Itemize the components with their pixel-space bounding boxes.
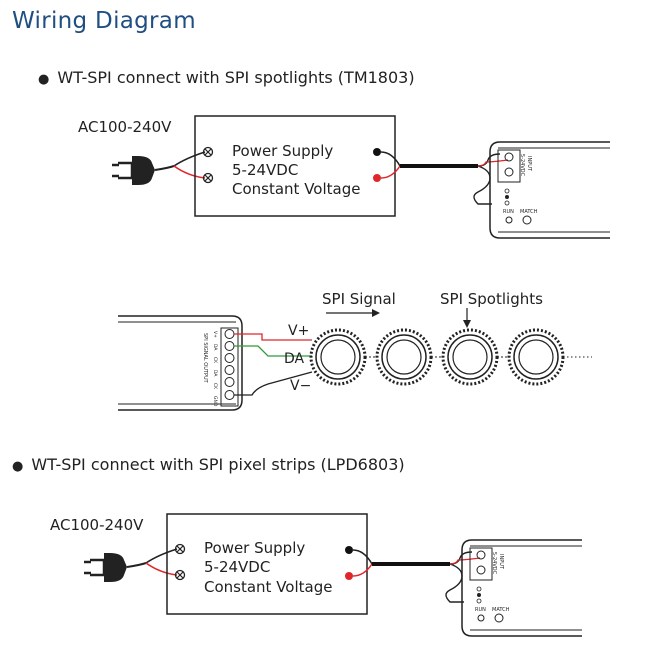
input-terminal-block	[497, 149, 521, 183]
run-led-icon	[477, 614, 485, 622]
bullet-icon: ●	[38, 72, 50, 87]
section1-heading: ● WT-SPI connect with SPI spotlights (TM1…	[38, 68, 415, 87]
match-button[interactable]	[494, 613, 504, 623]
psu-output-positive	[345, 572, 353, 580]
wire-vminus	[234, 371, 313, 396]
run-led-icon	[505, 216, 513, 224]
controller-input-label: INPUT	[498, 554, 504, 570]
output-terminal-block	[220, 327, 239, 407]
svg-text:CK: CK	[212, 357, 218, 364]
bullet-icon: ●	[12, 459, 24, 474]
psu-output-negative	[345, 546, 353, 554]
controller-voltage-label: 5-24VDC	[519, 154, 525, 177]
psu-label-line3: Constant Voltage	[232, 180, 360, 198]
run-label: RUN	[503, 209, 514, 215]
controller-input-label: INPUT	[526, 156, 532, 172]
svg-text:V+: V+	[212, 331, 218, 338]
wire-vplus-label: V+	[288, 323, 309, 339]
psu-output-negative	[373, 148, 381, 156]
ac-input-label-2: AC100-240V	[50, 516, 144, 534]
psu-output-positive	[373, 174, 381, 182]
svg-text:CK: CK	[212, 383, 218, 390]
output-terminal-labels: V+ DA CK DA CK GND	[212, 331, 218, 407]
page-title: Wiring Diagram	[12, 8, 196, 34]
psu-label-line1: Power Supply	[204, 539, 305, 557]
section1-heading-text: WT-SPI connect with SPI spotlights (TM18…	[57, 68, 415, 87]
wire-da	[234, 345, 312, 357]
plug-icon	[84, 553, 147, 582]
section1-power-diagram: AC100-240V Power Supply 5-24VDC Constant…	[78, 115, 610, 239]
ac-input-label: AC100-240V	[78, 118, 172, 136]
section2-power-diagram: AC100-240V Power Supply 5-24VDC Constant…	[50, 513, 582, 637]
input-terminal-block	[469, 547, 493, 581]
power-supply-box	[194, 115, 396, 217]
section1-output-diagram: SPI SIGNAL OUTPUT V+ DA CK DA CK GND V+ …	[118, 290, 592, 411]
spi-signal-label: SPI Signal	[322, 290, 396, 308]
controller-voltage-label: 5-24VDC	[491, 552, 497, 575]
wire-da-label: DA	[284, 351, 305, 367]
spotlight	[309, 328, 367, 386]
section2-heading: ● WT-SPI connect with SPI pixel strips (L…	[12, 455, 405, 474]
psu-terminal-screw-icon	[202, 146, 214, 184]
wire-vminus-label: V−	[290, 378, 311, 394]
wire-vplus	[234, 333, 312, 341]
spotlight	[375, 328, 433, 386]
psu-label-line2: 5-24VDC	[232, 161, 298, 179]
svg-text:DA: DA	[212, 344, 218, 351]
svg-text:DA: DA	[212, 370, 218, 377]
match-label: MATCH	[520, 209, 538, 215]
spi-spotlights-label: SPI Spotlights	[440, 290, 543, 308]
section2-heading-text: WT-SPI connect with SPI pixel strips (LP…	[31, 455, 405, 474]
match-label: MATCH	[492, 607, 510, 613]
controller-unit: INPUT 5-24VDC RUN MATCH	[461, 539, 582, 637]
svg-text:GND: GND	[212, 396, 218, 407]
match-button[interactable]	[522, 215, 532, 225]
power-supply-box-2	[166, 513, 368, 615]
spotlight	[507, 328, 565, 386]
spotlight	[441, 328, 499, 386]
psu-label-line1: Power Supply	[232, 142, 333, 160]
output-label: SPI SIGNAL OUTPUT	[202, 333, 208, 384]
psu-label-line2: 5-24VDC	[204, 558, 270, 576]
controller-unit: INPUT 5-24VDC RUN MATCH	[489, 141, 610, 239]
psu-terminal-screw-icon	[174, 543, 186, 581]
output-terminal-screws	[224, 329, 235, 400]
plug-icon	[112, 156, 175, 185]
run-label: RUN	[475, 607, 486, 613]
psu-label-line3: Constant Voltage	[204, 578, 332, 596]
